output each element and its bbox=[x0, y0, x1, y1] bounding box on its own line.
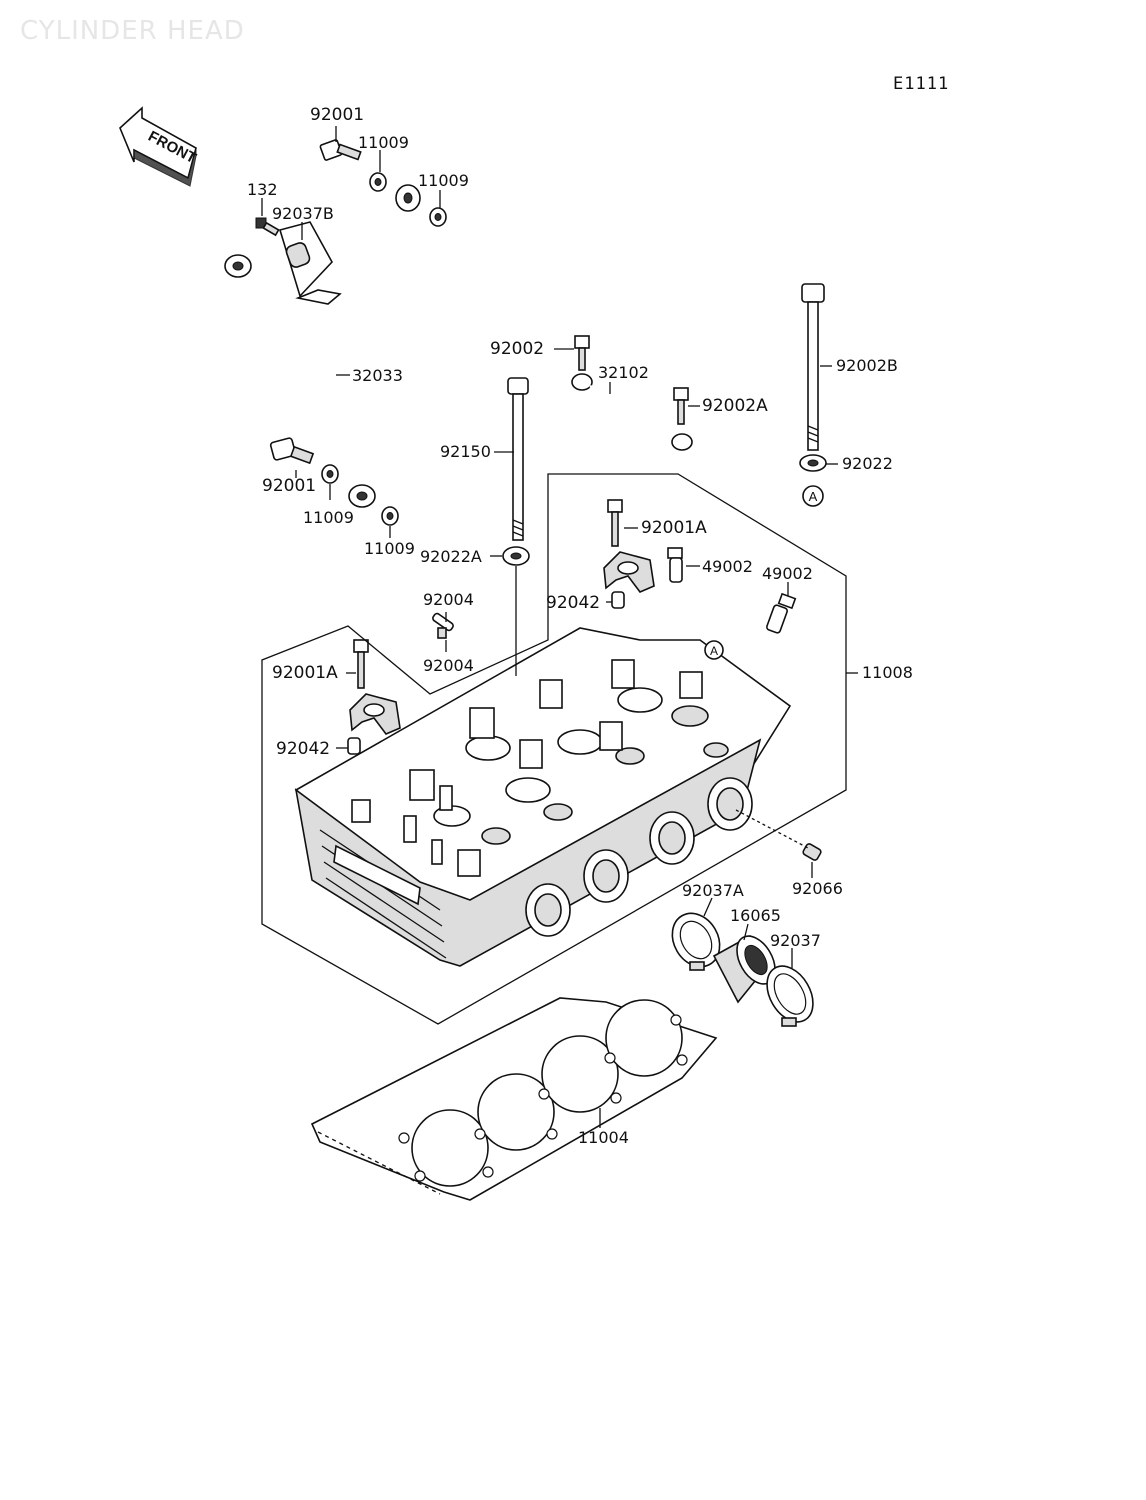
label-92150: 92150 bbox=[440, 442, 491, 461]
cam-cap-right bbox=[603, 551, 655, 593]
label-11009-b: 11009 bbox=[418, 171, 469, 190]
ref-mark-a-head bbox=[704, 640, 724, 660]
label-92037: 92037 bbox=[770, 931, 821, 950]
label-92004-a: 92004 bbox=[423, 590, 474, 609]
bolt-92001-top bbox=[319, 139, 362, 161]
stud-92150 bbox=[507, 377, 529, 541]
ref-mark-a-top: A bbox=[802, 485, 824, 507]
label-92001-left: 92001 bbox=[262, 476, 317, 496]
label-11009-a: 11009 bbox=[358, 133, 409, 152]
leader-92066-dashed bbox=[735, 809, 809, 849]
label-92002B: 92002B bbox=[836, 356, 898, 375]
plug-49002-a bbox=[667, 547, 683, 583]
dowel-92042-a bbox=[611, 591, 625, 609]
label-92002A: 92002A bbox=[702, 396, 768, 416]
label-92004-b: 92004 bbox=[423, 656, 474, 675]
bolt-132 bbox=[255, 217, 280, 237]
plug-49002-b bbox=[766, 592, 797, 634]
dowel-92042-b bbox=[347, 737, 361, 755]
label-92001A-left: 92001A bbox=[272, 663, 338, 683]
label-11009-c: 11009 bbox=[303, 508, 354, 527]
diagram-title-watermark: CYLINDER HEAD bbox=[20, 16, 245, 46]
svg-text:A: A bbox=[809, 489, 818, 504]
washer-11009-a bbox=[369, 172, 387, 192]
label-92037B: 92037B bbox=[272, 204, 334, 223]
oil-pipe-32033 bbox=[224, 184, 421, 508]
label-32102: 32102 bbox=[598, 363, 649, 382]
cylinder-head-11008: A bbox=[294, 627, 792, 967]
front-arrow-icon: FRONT bbox=[119, 106, 199, 187]
washer-92022A bbox=[502, 546, 530, 566]
washer-11009-d bbox=[381, 506, 399, 526]
assembly-outline-11008 bbox=[261, 473, 847, 1025]
intake-ports bbox=[525, 777, 753, 937]
label-49002-b: 49002 bbox=[762, 564, 813, 583]
label-11009-d: 11009 bbox=[364, 539, 415, 558]
oil-pipe-32102 bbox=[571, 373, 693, 451]
label-92001A-right: 92001A bbox=[641, 518, 707, 538]
label-92022: 92022 bbox=[842, 454, 893, 473]
clamp-92037A bbox=[671, 912, 721, 971]
plug-92066 bbox=[802, 843, 822, 861]
label-92022A: 92022A bbox=[420, 547, 482, 566]
bolt-92002 bbox=[574, 335, 590, 371]
label-92002: 92002 bbox=[490, 339, 545, 359]
clamp-92037 bbox=[766, 965, 814, 1027]
ref-mark-a-head-label: A bbox=[710, 644, 718, 658]
bolt-92002A bbox=[673, 387, 689, 425]
head-gasket-11004 bbox=[310, 997, 718, 1201]
holder-16065 bbox=[712, 934, 776, 1004]
label-11008: 11008 bbox=[862, 663, 913, 682]
label-92037A: 92037A bbox=[682, 881, 744, 900]
pin-92004 bbox=[432, 612, 454, 639]
diagram-code: E1111 bbox=[893, 74, 950, 94]
label-132: 132 bbox=[247, 180, 278, 199]
bolt-92001A-right bbox=[607, 499, 623, 547]
label-32033: 32033 bbox=[352, 366, 403, 385]
bolt-92001A-left bbox=[353, 639, 369, 689]
label-92066: 92066 bbox=[792, 879, 843, 898]
stud-92002B bbox=[801, 283, 825, 451]
label-11004: 11004 bbox=[578, 1128, 629, 1147]
bolt-92001-left bbox=[269, 437, 315, 465]
label-49002-a: 49002 bbox=[702, 557, 753, 576]
label-16065: 16065 bbox=[730, 906, 781, 925]
washer-92022 bbox=[799, 454, 827, 472]
label-92042-a: 92042 bbox=[546, 593, 601, 613]
label-92001-top: 92001 bbox=[310, 105, 365, 125]
washer-11009-c bbox=[321, 464, 339, 484]
washer-11009-b bbox=[429, 207, 447, 227]
label-92042-b: 92042 bbox=[276, 739, 331, 759]
cam-cap-left bbox=[349, 693, 401, 735]
leader-lines bbox=[261, 126, 858, 1128]
